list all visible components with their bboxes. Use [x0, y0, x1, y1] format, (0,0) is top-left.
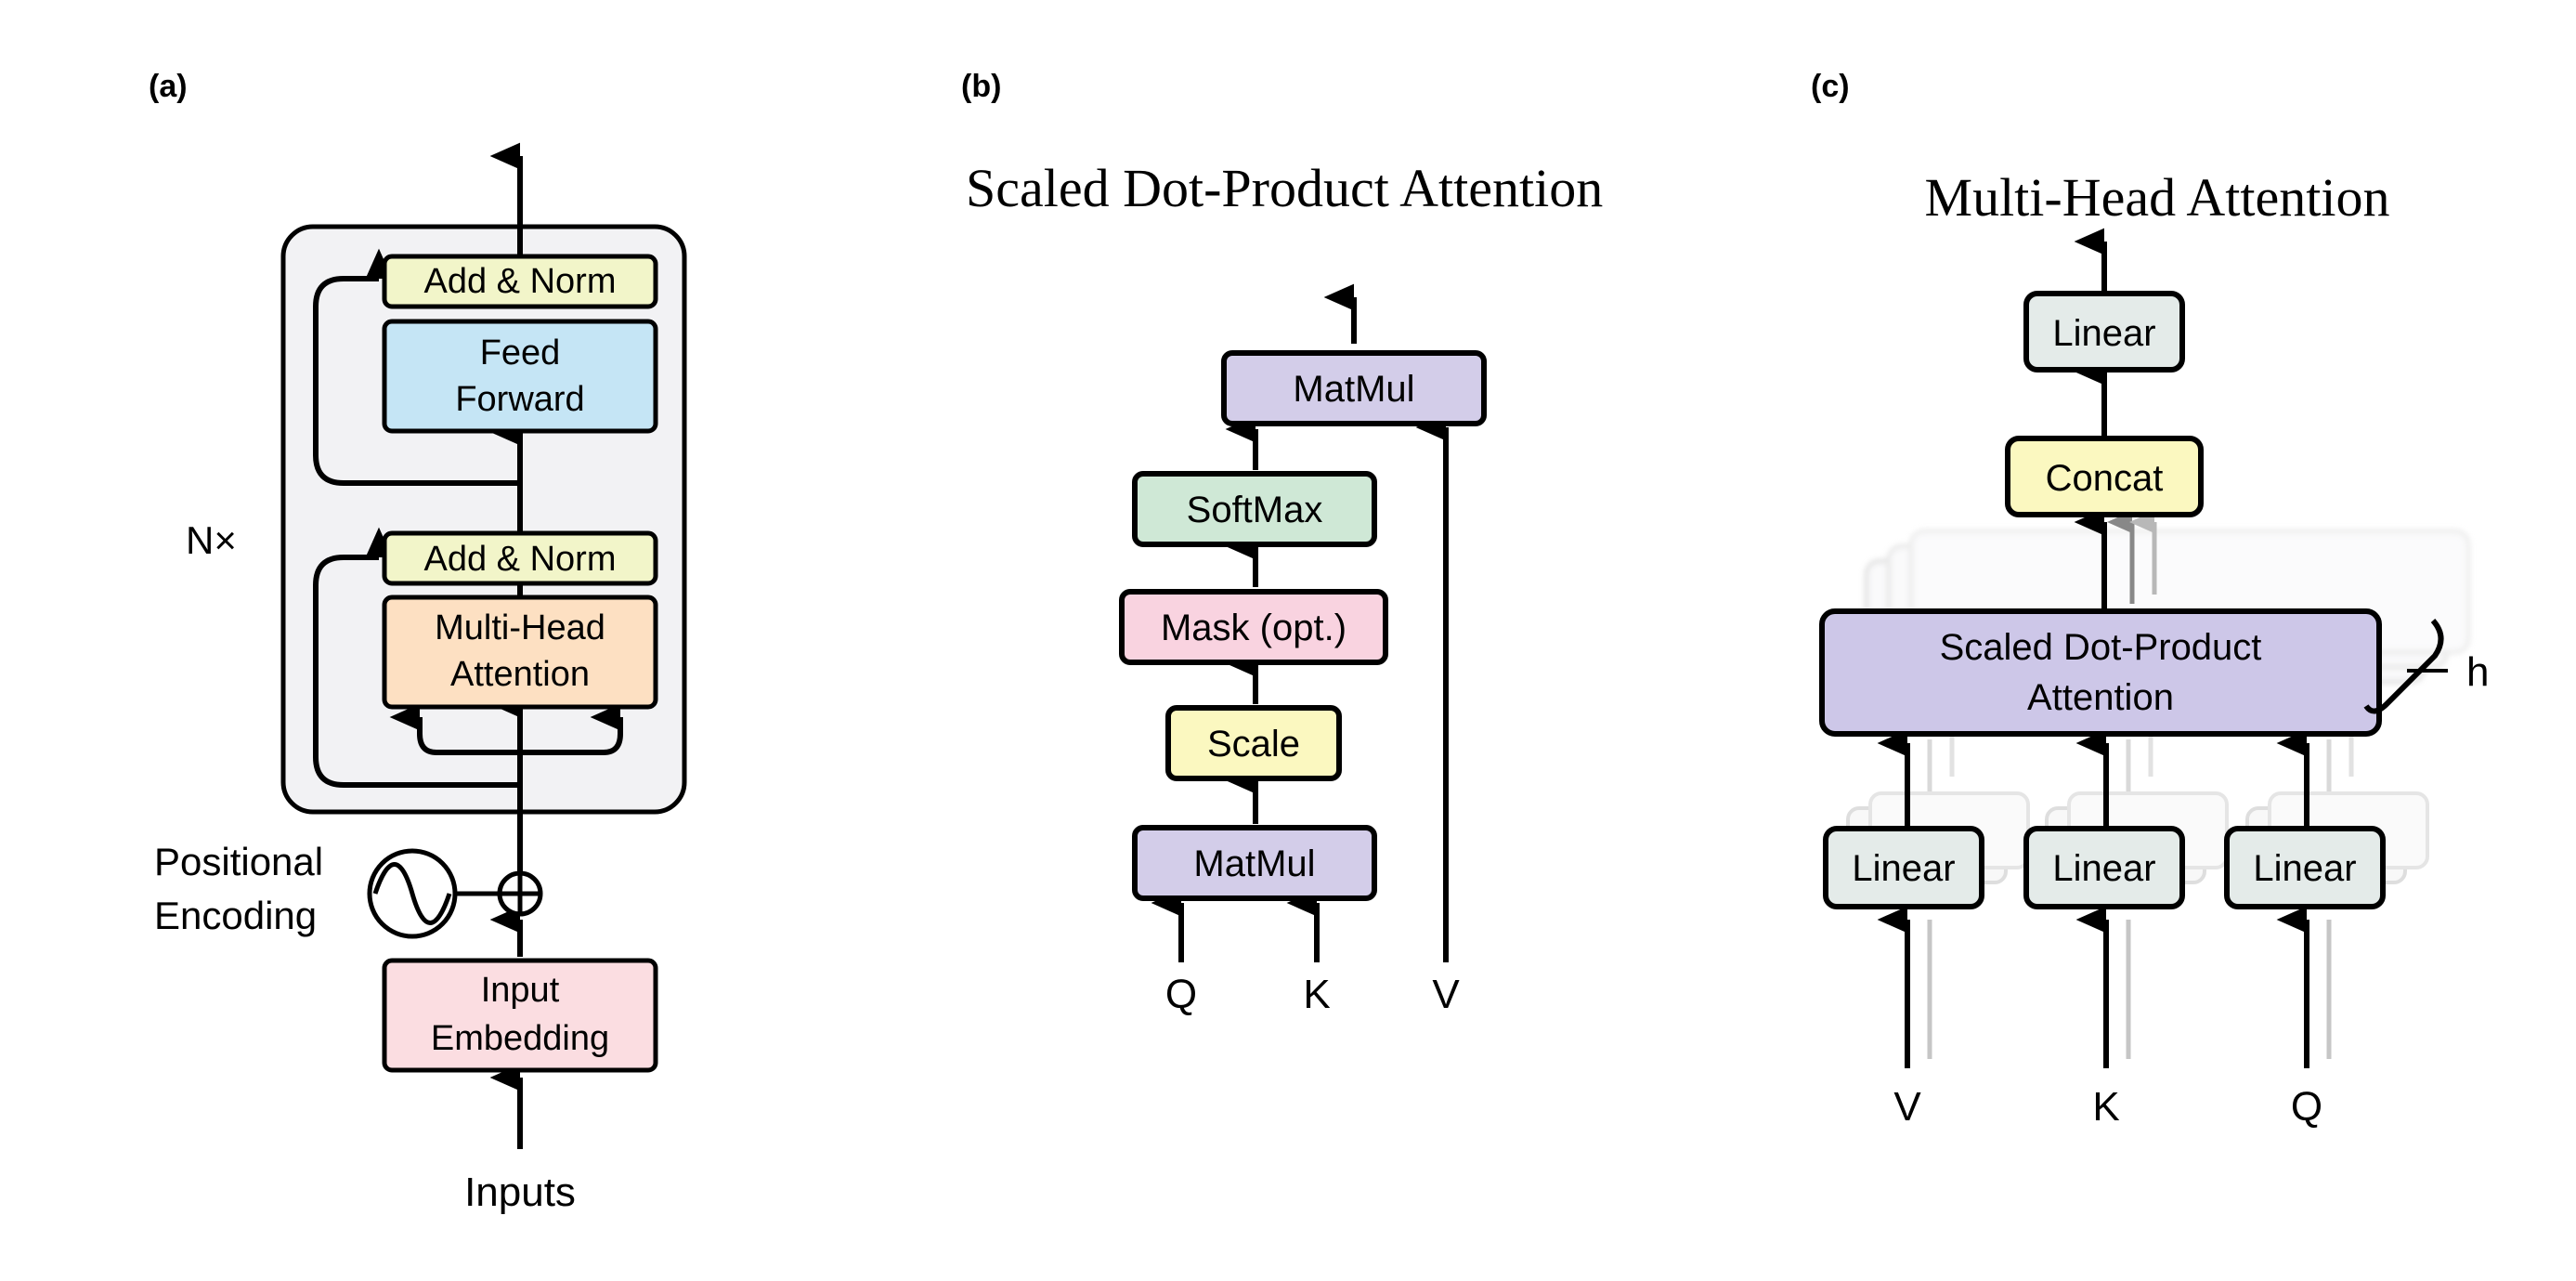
input-embedding-label-line2: Embedding — [431, 1019, 609, 1058]
h-bracket — [2363, 619, 2444, 714]
input-embedding-label-line1: Input — [481, 971, 560, 1010]
panel-b-k-label: K — [1303, 972, 1330, 1017]
h-label: h — [2466, 649, 2489, 695]
linear-k-label: Linear — [2052, 848, 2155, 889]
scale-box — [1165, 705, 1342, 781]
matmul-top-label: MatMul — [1293, 369, 1414, 410]
panel-c-q-label: Q — [2291, 1084, 2322, 1130]
feed-forward-label-line1: Feed — [480, 333, 561, 373]
input-embedding-box — [382, 958, 658, 1073]
addition-icon — [497, 870, 543, 917]
positional-encoding-label-line1: Positional — [154, 840, 323, 883]
feed-forward-box — [382, 319, 658, 434]
matmul-bottom-label: MatMul — [1193, 843, 1315, 884]
softmax-box — [1132, 471, 1377, 547]
inputs-label: Inputs — [464, 1170, 576, 1215]
panel-c-k-label: K — [2092, 1084, 2119, 1130]
panel-c-title: Multi-Head Attention — [1925, 167, 2390, 228]
linear-v-label: Linear — [1852, 848, 1955, 889]
concat-label: Concat — [2046, 458, 2164, 499]
sdpa-box — [1819, 608, 2382, 737]
panel-b-title: Scaled Dot-Product Attention — [966, 158, 1603, 218]
matmul-bottom-box — [1132, 825, 1377, 901]
panel-label-a: (a) — [149, 69, 188, 104]
mask-box — [1119, 589, 1388, 665]
linear-top-label: Linear — [2052, 313, 2155, 354]
panel-b-v-label: V — [1432, 972, 1460, 1017]
add-norm-bottom-label: Add & Norm — [424, 540, 617, 579]
feed-forward-label-line2: Forward — [455, 380, 584, 419]
matmul-top-box — [1221, 350, 1487, 426]
linear-v-box — [1823, 826, 1984, 909]
concat-box — [2005, 436, 2204, 517]
panel-c-v-label: V — [1893, 1084, 1921, 1130]
nx-label: N× — [186, 518, 237, 562]
encoder-block — [280, 224, 687, 815]
sdpa-label-line1: Scaled Dot-Product — [1940, 627, 2262, 668]
add-norm-bottom-box — [382, 530, 658, 586]
mask-label: Mask (opt.) — [1161, 608, 1347, 648]
panel-b-scaled-dot-product: Scaled Dot-Product Attention MatMul Soft… — [966, 158, 1603, 1017]
panel-b-q-label: Q — [1165, 972, 1197, 1017]
scale-label: Scale — [1207, 724, 1300, 765]
panel-c-multi-head: Multi-Head Attention — [1819, 167, 2489, 1130]
linear-k-box — [2023, 826, 2185, 909]
positional-encoding-label-line2: Encoding — [154, 894, 317, 937]
panel-label-c: (c) — [1811, 69, 1850, 104]
sine-wave-icon — [367, 848, 458, 939]
softmax-label: SoftMax — [1187, 490, 1323, 530]
multi-head-attention-label-line1: Multi-Head — [435, 608, 605, 647]
panel-a-encoder: Add & Norm Feed Forward Add & Norm Multi… — [154, 142, 687, 1215]
linear-q-box — [2224, 826, 2386, 909]
sdpa-label-line2: Attention — [2027, 677, 2174, 718]
panel-label-b: (b) — [961, 69, 1001, 104]
multi-head-attention-box — [382, 595, 658, 710]
linear-top-box — [2023, 291, 2185, 373]
linear-q-label: Linear — [2253, 848, 2356, 889]
add-norm-top-label: Add & Norm — [424, 262, 617, 301]
add-norm-top-box — [382, 254, 658, 309]
multi-head-attention-label-line2: Attention — [450, 655, 590, 694]
